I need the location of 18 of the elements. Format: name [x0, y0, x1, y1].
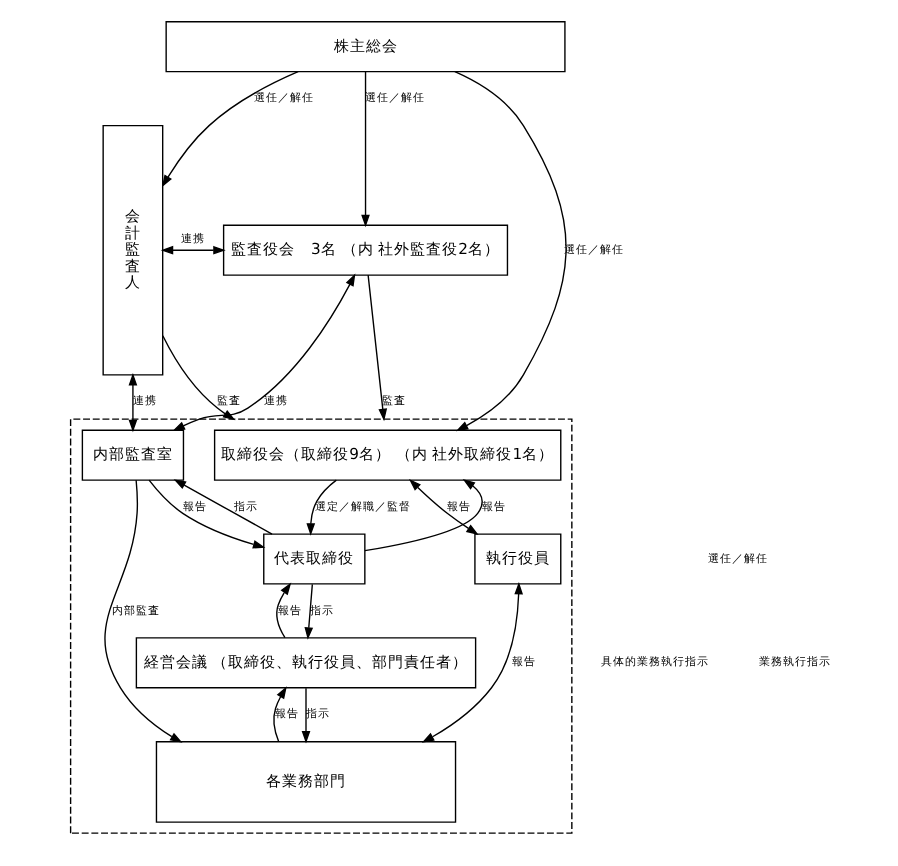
arrow	[160, 71, 298, 188]
arrow	[147, 479, 265, 549]
arrow	[305, 479, 337, 536]
arrow	[366, 274, 387, 422]
arrow	[360, 71, 369, 228]
arrow	[407, 478, 478, 536]
arrow	[420, 581, 523, 743]
arrow	[172, 479, 272, 535]
arrow	[275, 582, 291, 639]
arrow	[363, 479, 482, 552]
arrow	[453, 71, 566, 432]
arrow	[272, 686, 286, 743]
arrow	[300, 687, 310, 744]
arrow	[171, 273, 355, 432]
arrow	[159, 245, 225, 255]
arrow	[303, 583, 313, 640]
arrow	[127, 372, 137, 433]
arrow	[103, 479, 182, 743]
